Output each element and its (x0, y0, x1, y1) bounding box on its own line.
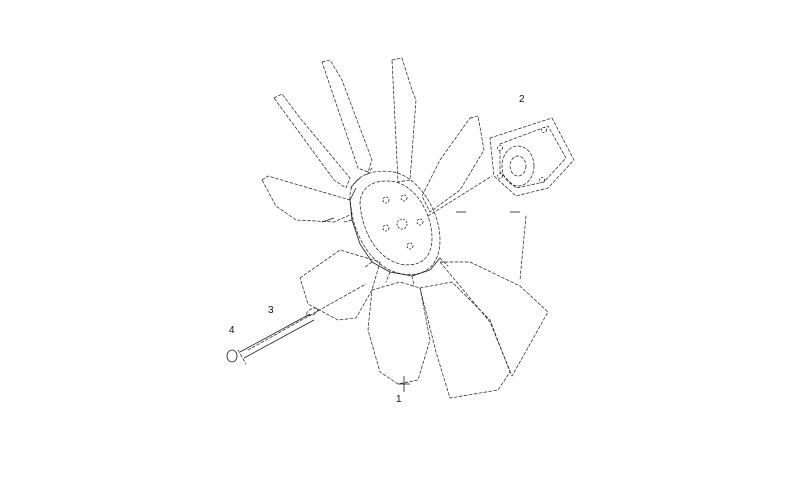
leader-lines (247, 175, 527, 392)
callout-fan-assembly: 1 (396, 394, 402, 405)
hub-hole (406, 242, 414, 250)
fan-blade-left (261, 175, 353, 223)
fan-blade-lower-right-2 (439, 261, 549, 377)
fan-blade-lower-right-1 (419, 281, 511, 399)
hub-hole (382, 224, 390, 232)
fan-blade-upper-left-2 (273, 93, 351, 189)
washer (306, 307, 318, 317)
fan-blade-upper-right (421, 115, 485, 213)
fan-blade-top (391, 57, 417, 183)
fan-blade-bottom (367, 281, 431, 385)
fan-blades (261, 57, 549, 399)
fan-blade-upper-left-1 (321, 59, 373, 173)
hub-hole (416, 218, 424, 226)
hub-hole (400, 194, 408, 202)
callout-fan-clutch: 2 (519, 94, 525, 105)
fan-blade-lower-left (299, 249, 381, 321)
callout-washer: 3 (268, 305, 274, 316)
bolt (226, 313, 315, 365)
fan-clutch (489, 117, 575, 197)
hub-hole (382, 196, 390, 204)
hub-center (396, 218, 408, 230)
callout-bolt: 4 (229, 325, 235, 336)
fan-hub (343, 167, 449, 287)
